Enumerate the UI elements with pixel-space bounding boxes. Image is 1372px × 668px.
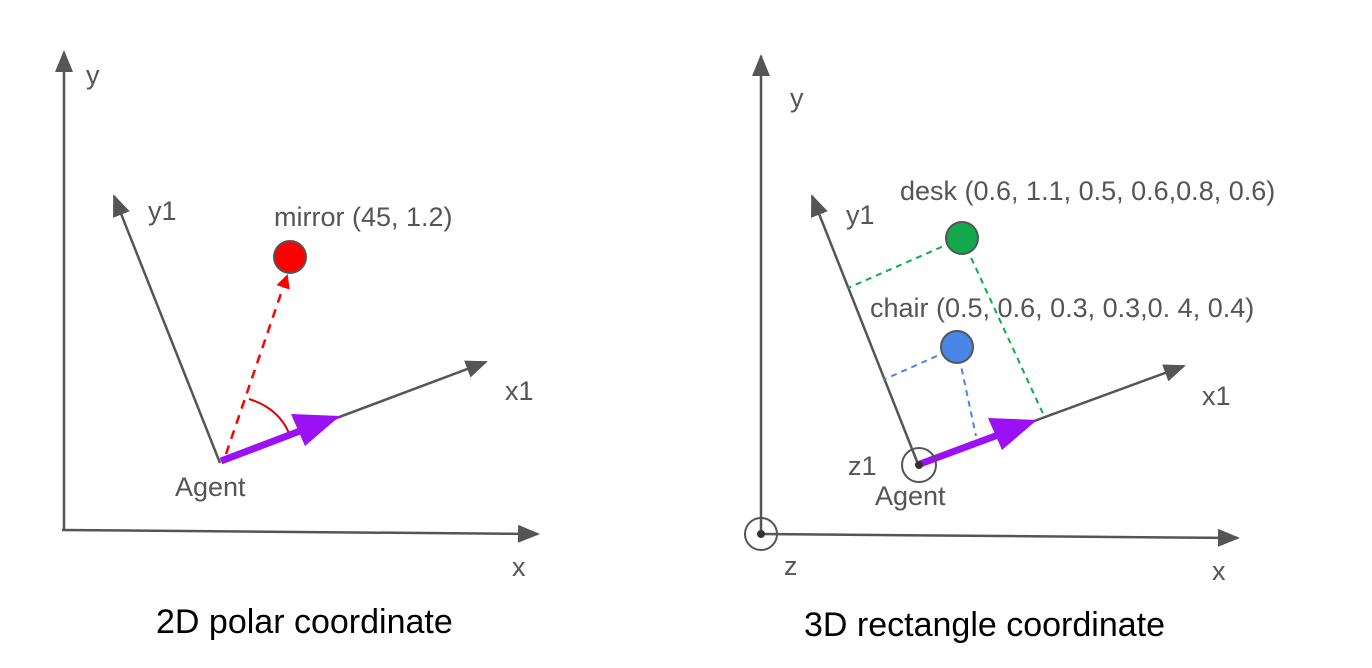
left-x1-axis-label: x1 — [505, 376, 534, 406]
desk-label: desk (0.6, 1.1, 0.5, 0.6,0.8, 0.6) — [900, 176, 1275, 206]
right-z1-axis-dot — [915, 461, 923, 469]
right-z-axis-out-of-page-icon — [744, 517, 778, 551]
right-agent-heading-arrow-head — [988, 418, 1037, 450]
left-dashed-vector-to-mirror — [224, 274, 290, 455]
right-z-axis-dot — [757, 530, 765, 538]
mirror-point — [273, 240, 307, 274]
right-panel-3d-rectangle: y x z y1 x1 desk (0.6, 1.1, 0.5, 0.6,0.8… — [744, 54, 1275, 644]
left-agent-heading-arrow-shaft — [219, 427, 302, 465]
right-z1-axis-label: z1 — [848, 451, 877, 481]
left-x-axis-label: x — [512, 552, 526, 582]
desk-projection-y1 — [847, 237, 963, 289]
desk-point — [945, 221, 979, 255]
left-angle-arc — [248, 398, 290, 434]
left-panel-2d-polar: y x y1 x1 mirror (45, 1.2) Agent 2D pola… — [55, 50, 540, 641]
right-agent-label: Agent — [875, 481, 946, 511]
right-caption: 3D rectangle coordinate — [804, 606, 1165, 644]
chair-point — [940, 330, 974, 364]
right-y-axis-label: y — [790, 83, 804, 113]
left-caption: 2D polar coordinate — [156, 603, 453, 641]
left-y1-axis — [112, 194, 222, 464]
right-y1-axis-label: y1 — [846, 200, 875, 230]
left-agent-heading-arrow-head — [291, 414, 340, 446]
left-y-axis-label: y — [86, 60, 100, 90]
mirror-label: mirror (45, 1.2) — [274, 202, 453, 232]
right-x-axis-label: x — [1212, 556, 1226, 586]
chair-label: chair (0.5, 0.6, 0.3, 0.3,0. 4, 0.4) — [870, 293, 1254, 323]
right-x1-axis-label: x1 — [1202, 381, 1231, 411]
desk-projection-x1 — [961, 237, 1046, 419]
left-y1-axis-label: y1 — [148, 196, 177, 226]
left-x-axis — [61, 524, 540, 543]
right-z-axis-label: z — [784, 551, 798, 581]
right-z1-axis-out-of-page-icon — [901, 447, 937, 483]
right-y1-axis — [810, 194, 920, 465]
right-x-axis — [760, 528, 1240, 547]
right-agent-heading-arrow-shaft — [918, 431, 1000, 468]
left-agent-label: Agent — [175, 472, 246, 502]
